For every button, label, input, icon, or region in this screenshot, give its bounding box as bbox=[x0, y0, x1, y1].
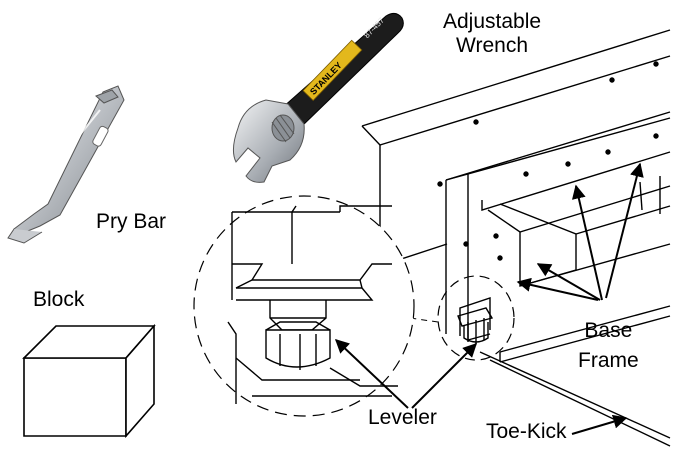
block-label: Block bbox=[33, 288, 85, 311]
cabinet-base-frame bbox=[361, 29, 671, 447]
toe-kick-label: Toe-Kick bbox=[486, 420, 567, 443]
adjustable-wrench-icon: STANLEY 87-457 bbox=[232, 12, 404, 183]
pry-bar-label: Pry Bar bbox=[96, 210, 167, 233]
cube-icon bbox=[22, 323, 156, 439]
base-frame-label: Base Frame bbox=[578, 316, 639, 376]
pry-bar-icon bbox=[7, 85, 125, 244]
leader-lines bbox=[334, 162, 644, 435]
base-frame-label-line2: Frame bbox=[578, 349, 639, 372]
adjustable-wrench-label-line2: Wrench bbox=[456, 34, 529, 57]
leveler-label: Leveler bbox=[368, 406, 437, 429]
adjustable-wrench-label: Adjustable Wrench bbox=[443, 10, 541, 58]
adjustable-wrench-label-line1: Adjustable bbox=[443, 10, 542, 33]
leveler-callout-small bbox=[437, 275, 515, 361]
base-frame-label-line1: Base bbox=[584, 319, 633, 342]
leveler-magnified-detail bbox=[227, 205, 398, 404]
